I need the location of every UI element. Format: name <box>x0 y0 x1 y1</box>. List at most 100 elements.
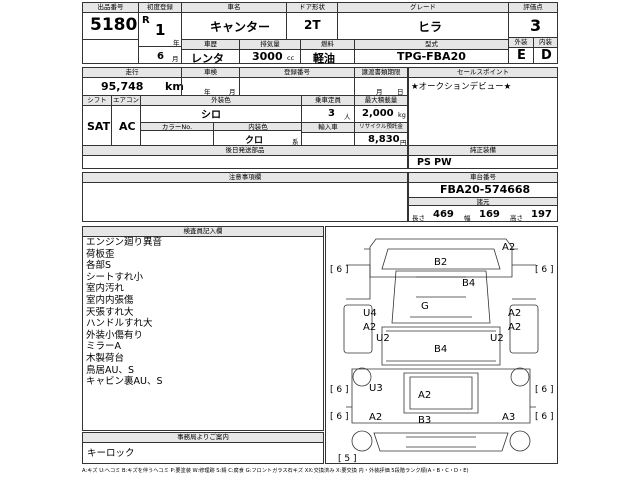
damage-code: A2 <box>508 322 522 333</box>
bracket-label: [ 6 ] <box>535 412 554 422</box>
damage-code: A2 <box>508 308 522 319</box>
damage-code: U2 <box>490 333 504 344</box>
car-name-label: 車名 <box>182 3 286 13</box>
height-label: 高さ <box>510 214 523 222</box>
exterior: E <box>517 48 526 63</box>
aftermarket-label: 後日発送部品 <box>83 146 407 156</box>
height: 197 <box>531 209 552 220</box>
first-reg-label: 初度登録 <box>139 3 181 13</box>
damage-code: A3 <box>502 412 516 423</box>
import-label: 輸入車 <box>302 123 354 133</box>
color-no-label: カラーNo. <box>141 122 213 131</box>
insp-month: 月 <box>229 88 236 96</box>
list-item: 木製荷台 <box>86 352 125 364</box>
bracket-label: [ 6 ] <box>535 385 554 395</box>
list-item: エンジン廻り異音 <box>86 237 163 248</box>
inspection-label: 車検 <box>182 68 239 78</box>
transfer-cell: 譲渡書類期限 月 日 <box>354 67 408 96</box>
list-item: ハンドルすれ大 <box>86 318 153 330</box>
mileage: 95,748 <box>101 80 144 93</box>
bracket-label: [ 5 ] <box>338 454 357 464</box>
interior-color-label: 内装色 <box>213 122 302 131</box>
damage-code: A2 <box>363 322 377 333</box>
door-cell: ドア形状 2T <box>286 2 338 40</box>
interior-color: クロ <box>245 136 264 146</box>
list-item: 鳥居AU、S <box>86 364 134 376</box>
bracket-label: [ 6 ] <box>330 412 349 422</box>
grade-label: グレード <box>338 3 508 13</box>
year-unit: 年 <box>173 39 180 47</box>
color: シロ <box>201 110 221 121</box>
import-cell: 輸入車 <box>301 122 355 146</box>
shift-cell: シフト SAT <box>82 95 112 146</box>
interior: D <box>541 48 552 63</box>
caution-label: 注意事項欄 <box>83 173 407 183</box>
footer-legend: A:キズ U:ヘコミ B:キズを伴うヘコミ P:要塗装 W:修理跡 S:錆 C:… <box>82 468 469 474</box>
usage-label: 車歴 <box>182 40 239 50</box>
capacity: 3 <box>328 108 335 119</box>
ac: AC <box>119 120 136 133</box>
car-name-cell: 車名 キャンター <box>181 2 287 40</box>
shift: SAT <box>87 120 111 133</box>
chassis-label: 車台番号 <box>409 173 557 183</box>
reg-year: 1 <box>155 21 166 39</box>
model-cell: 型式 TPG-FBA20 <box>354 39 509 64</box>
load-cell: 最大積載量 2,000 kg <box>354 95 408 123</box>
displacement-cell: 排気量 3000 cc <box>239 39 301 64</box>
exterior-cell: 外装 E <box>508 37 534 64</box>
mileage-cell: 走行 95,748 km <box>82 67 184 96</box>
interior-color-unit: 系 <box>292 138 299 146</box>
inspector-list: エンジン廻り異音 荷板歪 各部S シートすれ小 室内汚れ 室内内張傷 天張すれ大… <box>86 237 162 388</box>
fuel-label: 燃料 <box>301 40 354 50</box>
ac-label: エアコン <box>112 96 140 106</box>
recycle-unit: 円 <box>400 139 407 147</box>
chassis: FBA20-574668 <box>440 183 531 196</box>
model: TPG-FBA20 <box>397 50 466 63</box>
mileage-label: 走行 <box>83 68 181 78</box>
sales-point: ★オークションデビュー★ <box>411 82 512 92</box>
registration-cell: 登録番号 <box>239 67 355 96</box>
equipment: PS PW <box>417 157 452 168</box>
list-item: 室内内張傷 <box>86 294 134 306</box>
sales-point-cell: セールスポイント ★オークションデビュー★ <box>408 67 558 146</box>
transfer-month: 月 <box>376 88 383 96</box>
capacity-cell: 乗車定員 3 人 <box>301 95 355 123</box>
damage-code: U2 <box>376 333 390 344</box>
damage-code: A2 <box>418 390 432 401</box>
insp-year: 年 <box>204 88 211 96</box>
sales-point-label: セールスポイント <box>409 68 557 78</box>
damage-code: U4 <box>363 308 377 319</box>
list-item: シートすれ小 <box>86 271 144 283</box>
equipment-label: 純正装備 <box>409 146 557 156</box>
exterior-label: 外装 <box>509 38 533 48</box>
list-item: 各部S <box>86 260 112 272</box>
displacement: 3000 <box>252 50 283 63</box>
list-item: 荷板歪 <box>86 248 115 260</box>
load-label: 最大積載量 <box>355 96 407 106</box>
transfer-label: 譲渡書類期限 <box>355 68 407 78</box>
reg-month: 6 <box>157 51 164 62</box>
displacement-unit: cc <box>287 54 295 62</box>
lot-label: 出品番号 <box>83 3 138 13</box>
equipment-cell: 純正装備 PS PW <box>408 145 558 169</box>
width: 169 <box>479 209 500 220</box>
caution-cell: 注意事項欄 <box>82 172 408 222</box>
width-label: 幅 <box>464 214 471 222</box>
car-diagram: A2 B2 B4 G U4 A2 U2 A2 U4 A2 U2 B4 U3 A2… <box>325 226 558 464</box>
chassis-cell: 車台番号 FBA20-574668 諸元 長さ 469 幅 169 高さ 197 <box>408 172 558 222</box>
office-cell: 事務局よりご案内 キーロック <box>82 432 324 464</box>
car-name: キャンター <box>210 20 271 34</box>
month-unit: 月 <box>172 55 179 63</box>
door: 2T <box>304 18 321 32</box>
displacement-label: 排気量 <box>240 40 300 50</box>
shift-label: シフト <box>83 96 111 106</box>
score-cell: 評価点 3 <box>508 2 558 38</box>
load: 2,000 <box>362 108 394 119</box>
aftermarket-cell: 後日発送部品 <box>82 145 408 169</box>
damage-code: A2 <box>369 412 383 423</box>
inspector-cell: 検査員記入欄 エンジン廻り異音 荷板歪 各部S シートすれ小 室内汚れ 室内内張… <box>82 226 324 431</box>
interior-cell: 内装 D <box>533 37 558 64</box>
list-item: ミラーA <box>86 341 121 353</box>
list-item: キャビン裏AU、S <box>86 376 163 388</box>
fuel-cell: 燃料 軽油 <box>300 39 355 65</box>
